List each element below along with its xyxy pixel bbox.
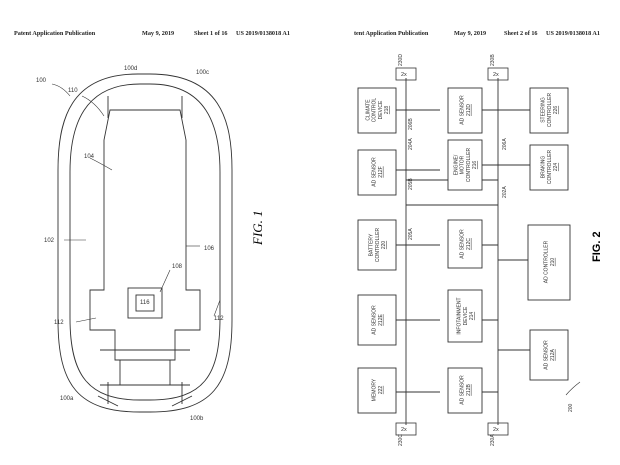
block-label: CLIMATE [366, 99, 372, 121]
ref-230a: 230A [490, 434, 496, 446]
block-label: BATTERY [369, 233, 375, 256]
block-label: AD SENSOR [460, 375, 466, 405]
ref-106: 106 [204, 246, 215, 252]
block-ref: 218 [384, 106, 390, 115]
block-label: DEVICE [463, 306, 469, 325]
block-ref: 222 [378, 386, 384, 395]
header-number: US 2019/0138018 A1 [546, 30, 600, 37]
ref-100c: 100c [196, 70, 209, 76]
block-label: CONTROLLER [547, 150, 553, 185]
block-label: CONTROLLER [466, 148, 472, 183]
block-ref: 226 [553, 106, 559, 115]
block-label: AD SENSOR [544, 340, 550, 370]
ref-206b: 206B [408, 118, 414, 130]
header-sheet: Sheet 2 of 16 [504, 30, 538, 37]
ref-230d: 230D [398, 54, 404, 66]
header-publication: Patent Application Publication [14, 30, 96, 37]
block-ref: 214 [469, 312, 475, 321]
ref-100b: 100b [190, 416, 204, 422]
patent-sheet-2: tent Application Publication May 9, 2019… [310, 0, 620, 465]
header-sheet: Sheet 1 of 16 [194, 30, 228, 37]
header-publication: tent Application Publication [354, 30, 429, 37]
ref-104: 104 [84, 154, 95, 160]
ref-100a: 100a [60, 396, 74, 402]
ref-205b: 205B [408, 178, 414, 190]
ref-230c: 230C [398, 434, 404, 446]
block-ref: 212A [550, 349, 556, 361]
terminal-label: 2x [493, 72, 499, 78]
ref-205a: 205A [408, 228, 414, 240]
block-label: CONTROL [372, 98, 378, 123]
block-label: MOTOR [460, 155, 466, 174]
block-label: AD SENSOR [372, 305, 378, 335]
block-label: STEERING [541, 97, 547, 123]
block-label: DEVICE [378, 100, 384, 119]
ref-230b: 230B [490, 54, 496, 66]
block-ref: 212D [466, 104, 472, 116]
block-ref: 212F [378, 166, 384, 177]
block-label: AD SENSOR [460, 229, 466, 259]
ref-110: 110 [68, 88, 78, 94]
fig2-label: FIG. 2 [591, 231, 603, 262]
block-label: AD SENSOR [460, 95, 466, 125]
header-date: May 9, 2019 [142, 30, 175, 37]
ref-112-right: 112 [214, 316, 224, 322]
block-ref: 224 [553, 163, 559, 172]
header-number: US 2019/0138018 A1 [236, 30, 290, 37]
block-ref: 216 [472, 161, 478, 170]
fig1-vehicle-drawing: 100 110 104 102 112 108 116 106 112 100d… [36, 66, 265, 422]
ref-204a: 204A [408, 138, 414, 150]
vehicle-inner-outline [69, 83, 221, 401]
vehicle-outline [57, 73, 233, 413]
block-ref: 220 [381, 241, 387, 250]
terminal-label: 2x [493, 427, 499, 433]
ref-102: 102 [44, 238, 55, 244]
header-date: May 9, 2019 [454, 30, 487, 37]
terminal-label: 2x [401, 427, 407, 433]
ref-206a: 206A [502, 138, 508, 150]
ref-100: 100 [36, 78, 47, 84]
block-label: AD CONTROLLER [544, 240, 550, 283]
ref-202a: 202A [502, 186, 508, 198]
ref-112: 112 [54, 320, 64, 326]
block-label: CONTROLLER [547, 93, 553, 128]
block-label: CONTROLLER [375, 228, 381, 263]
ref-200: 200 [568, 403, 574, 412]
cabin-outline [89, 109, 201, 361]
ref-100d: 100d [124, 66, 137, 72]
block-label: AD SENSOR [372, 157, 378, 187]
block-ref: 210 [550, 258, 556, 267]
terminal-label: 2x [401, 72, 407, 78]
block-label: BRAKING [541, 156, 547, 179]
block-ref: 212B [466, 384, 472, 396]
block-label: MEMORY [372, 378, 378, 401]
patent-sheet-1: Patent Application Publication May 9, 20… [14, 30, 290, 422]
ref-108: 108 [172, 264, 183, 270]
block-label: ENGINE/ [454, 154, 460, 175]
block-label: INFOTAINMENT [457, 297, 463, 334]
ref-116: 116 [140, 300, 150, 306]
fig1-label: FIG. 1 [250, 210, 265, 246]
block-ref: 212E [378, 314, 384, 326]
block-ref: 212C [466, 238, 472, 250]
